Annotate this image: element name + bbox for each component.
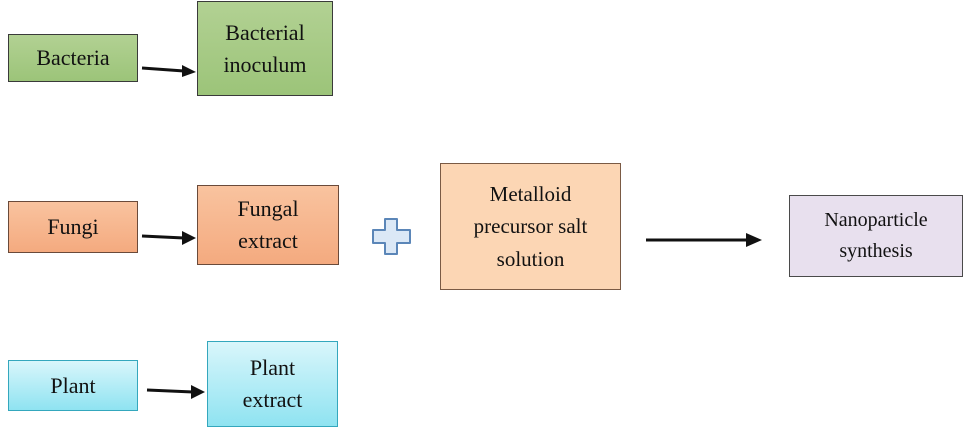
plant-box: Plant — [8, 360, 138, 411]
bacterial-inoculum-box: Bacterial inoculum — [197, 1, 333, 96]
bacterial-inoculum-label: Bacterial inoculum — [223, 19, 307, 77]
precursor-box: Metalloid precursor salt solution — [440, 163, 621, 290]
synthesis-arrow — [646, 233, 762, 247]
fungi-box: Fungi — [8, 201, 138, 253]
plant-label: Plant — [50, 372, 96, 398]
plant-extract-box: Plant extract — [207, 341, 338, 427]
fungi-arrow — [141, 231, 196, 245]
bacteria-box: Bacteria — [8, 34, 138, 82]
plant-arrow — [146, 385, 205, 399]
plant-extract-label: Plant extract — [242, 355, 303, 412]
bacteria-label: Bacteria — [36, 45, 110, 71]
plus-icon — [372, 218, 411, 255]
nanoparticle-synthesis-label: Nanoparticle synthesis — [824, 209, 928, 262]
nanoparticle-synthesis-box: Nanoparticle synthesis — [789, 195, 963, 277]
fungi-label: Fungi — [47, 214, 99, 240]
fungal-extract-box: Fungal extract — [197, 185, 339, 265]
precursor-label: Metalloid precursor salt solution — [473, 181, 588, 271]
bacteria-arrow — [141, 65, 196, 77]
fungal-extract-label: Fungal extract — [237, 196, 299, 253]
